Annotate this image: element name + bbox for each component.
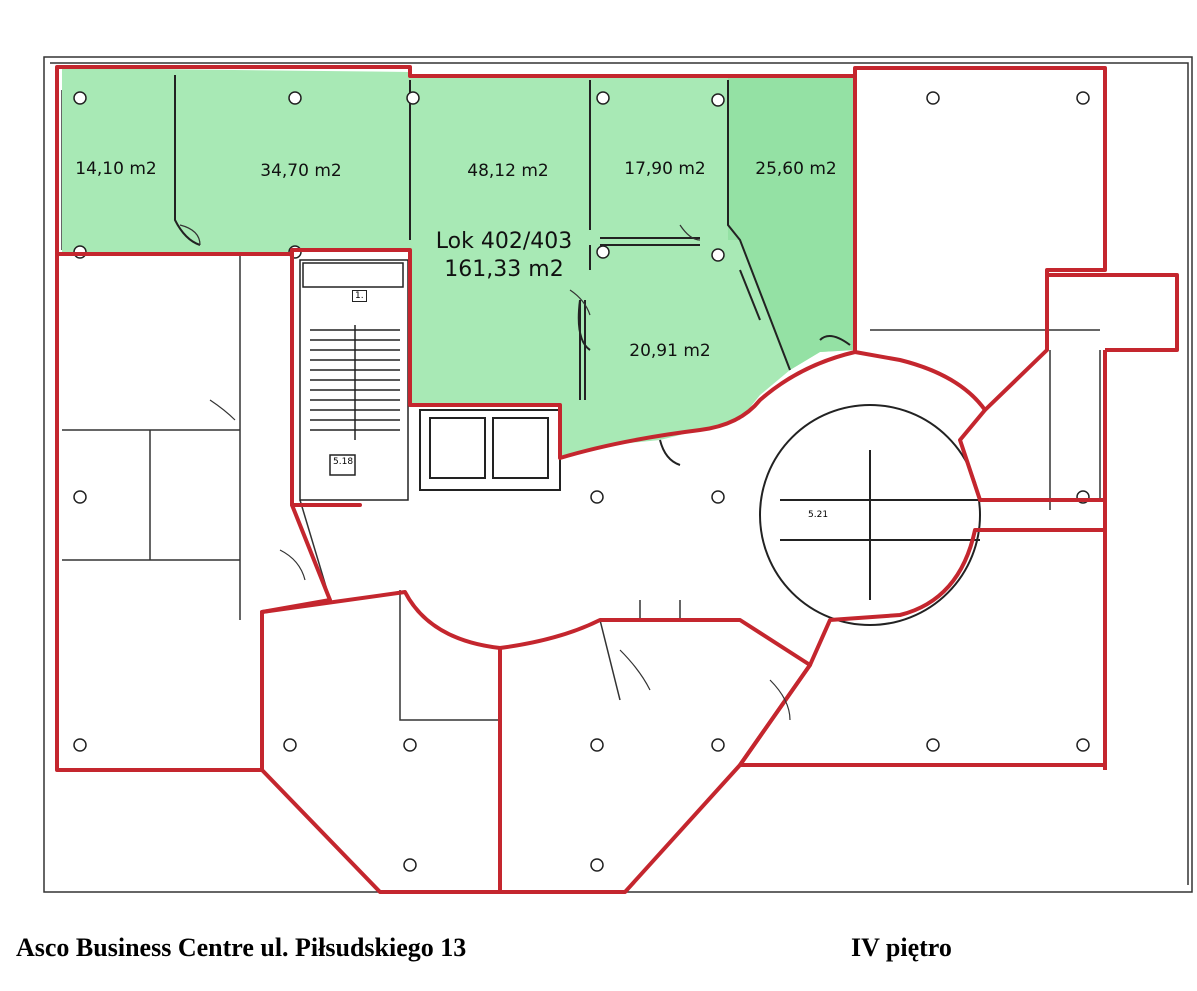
room-area-label: 20,91 m2 — [629, 341, 711, 361]
column-marker — [73, 490, 87, 504]
room-code-mark: 5.18 — [333, 457, 354, 467]
stair-landing-mark: 1. — [352, 290, 367, 302]
column-marker — [403, 858, 417, 872]
column-marker — [711, 490, 725, 504]
column-marker — [73, 91, 87, 105]
floor-caption: IV piętro — [851, 933, 952, 962]
unit-total-area: 161,33 m2 — [444, 257, 564, 282]
room-area-label: 25,60 m2 — [755, 159, 837, 179]
unit-label: Lok 402/403 161,33 m2 — [436, 228, 572, 284]
unit-402-403-area[interactable] — [62, 68, 855, 458]
wc-code-mark: 5.21 — [808, 510, 829, 520]
column-marker — [926, 91, 940, 105]
column-marker — [596, 245, 610, 259]
column-marker — [1076, 91, 1090, 105]
column-marker — [711, 248, 725, 262]
column-marker — [406, 91, 420, 105]
column-marker — [590, 738, 604, 752]
address-caption: Asco Business Centre ul. Piłsudskiego 13 — [16, 933, 467, 962]
column-marker — [288, 91, 302, 105]
column-marker — [711, 93, 725, 107]
room-area-label: 17,90 m2 — [624, 159, 706, 179]
unit-fill — [62, 68, 855, 458]
column-marker — [590, 858, 604, 872]
unit-name: Lok 402/403 — [435, 229, 573, 254]
column-marker — [73, 738, 87, 752]
column-marker — [926, 738, 940, 752]
room-area-label: 14,10 m2 — [75, 159, 157, 179]
column-marker — [1076, 738, 1090, 752]
column-marker — [596, 91, 610, 105]
unit-outlines — [55, 65, 1179, 894]
column-marker — [403, 738, 417, 752]
column-marker — [283, 738, 297, 752]
room-area-label: 48,12 m2 — [467, 161, 549, 181]
column-marker — [711, 738, 725, 752]
elevators — [419, 409, 561, 491]
room-area-label: 34,70 m2 — [260, 161, 342, 181]
unit-fill-dark — [728, 78, 855, 370]
door-swings — [179, 224, 791, 721]
rotunda — [759, 404, 981, 626]
column-marker — [590, 490, 604, 504]
